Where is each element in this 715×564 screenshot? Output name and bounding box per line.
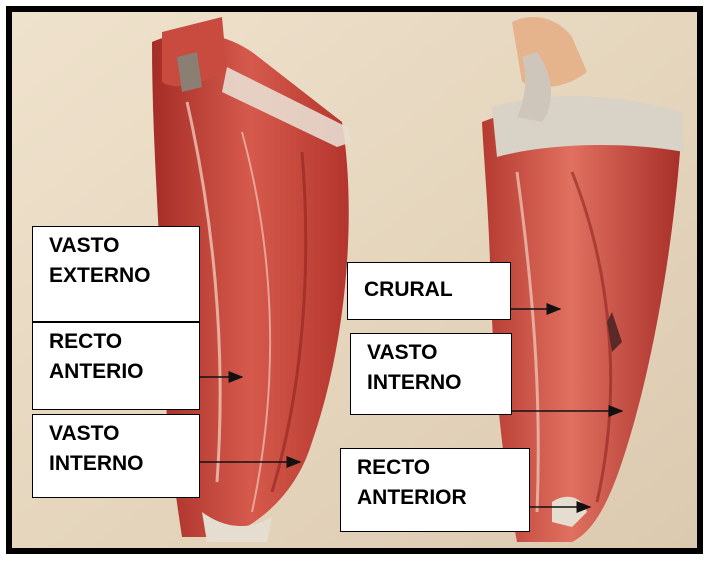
label-recto-anterio: RECTO ANTERIO bbox=[32, 322, 200, 410]
label-vasto-interno-left-line1: VASTO bbox=[49, 419, 185, 449]
label-vasto-interno-left: VASTO INTERNO bbox=[32, 414, 200, 498]
label-recto-anterio-line1: RECTO bbox=[49, 327, 185, 357]
label-vasto-interno-right-line2: INTERNO bbox=[367, 368, 497, 398]
label-recto-anterior-line2: ANTERIOR bbox=[357, 483, 515, 513]
label-vasto-externo: VASTO EXTERNO bbox=[32, 226, 200, 322]
label-vasto-interno-right: VASTO INTERNO bbox=[350, 333, 512, 415]
label-crural: CRURAL bbox=[347, 262, 511, 320]
label-recto-anterior-line1: RECTO bbox=[357, 453, 515, 483]
label-vasto-interno-left-line2: INTERNO bbox=[49, 449, 185, 479]
label-recto-anterior: RECTO ANTERIOR bbox=[340, 448, 530, 532]
label-vasto-interno-right-line1: VASTO bbox=[367, 338, 497, 368]
label-vasto-externo-line1: VASTO bbox=[49, 231, 185, 261]
label-vasto-externo-line2: EXTERNO bbox=[49, 261, 185, 291]
label-recto-anterio-line2: ANTERIO bbox=[49, 357, 185, 387]
label-crural-line1: CRURAL bbox=[364, 275, 496, 305]
